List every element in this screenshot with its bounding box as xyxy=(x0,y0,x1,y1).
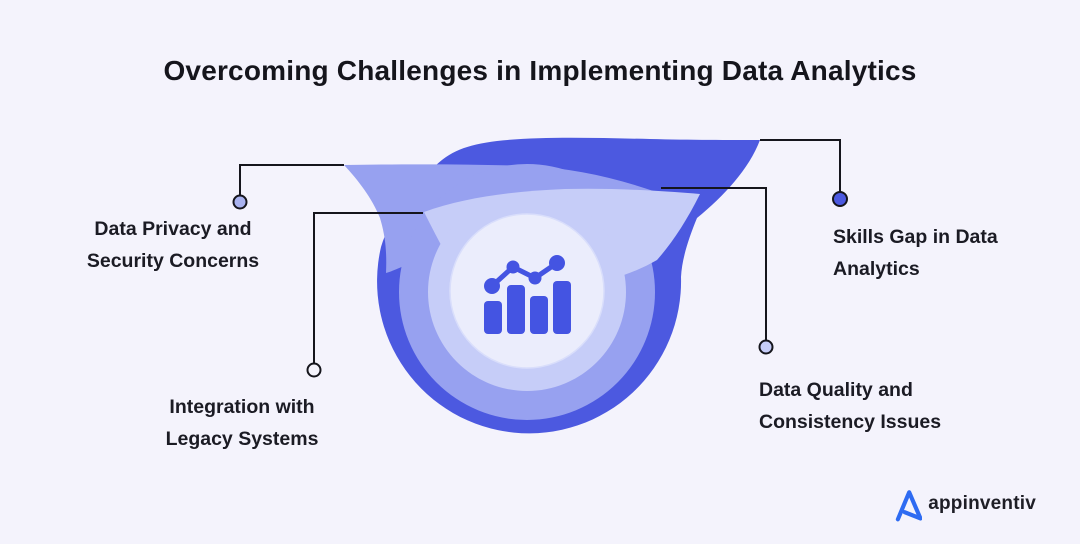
connector-data-privacy xyxy=(232,164,344,210)
challenge-label-line: Security Concerns xyxy=(86,250,260,272)
connector-dot-legacy-integration xyxy=(306,362,322,378)
bar-chart-trend-icon xyxy=(484,255,571,334)
appinventiv-logo-text: appinventiv xyxy=(928,493,1036,514)
page-title: Overcoming Challenges in Implementing Da… xyxy=(163,55,917,86)
connector-skills-gap xyxy=(760,139,848,207)
connector-dot-data-privacy xyxy=(232,194,248,210)
connector-legacy-integration xyxy=(306,212,423,378)
connector-dot-data-quality xyxy=(758,339,774,355)
challenge-label-line: Legacy Systems xyxy=(165,428,319,450)
appinventiv-logo-mark-icon xyxy=(895,490,923,522)
challenge-label-legacy-integration: Integration with Legacy Systems xyxy=(109,391,375,455)
challenge-label-data-privacy: Data Privacy and Security Concerns xyxy=(40,213,306,277)
challenge-label-line: Integration with xyxy=(169,396,315,418)
funnel-inner-circle xyxy=(449,213,605,369)
connector-dot-skills-gap xyxy=(832,191,848,207)
appinventiv-logo: appinventiv xyxy=(890,485,1036,523)
challenge-label-line: Consistency Issues xyxy=(759,411,942,433)
challenge-label-line: Data Privacy and xyxy=(94,218,252,240)
challenge-label-line: Data Quality and xyxy=(759,379,913,401)
connector-data-quality xyxy=(661,187,774,355)
challenge-label-data-quality: Data Quality and Consistency Issues xyxy=(759,374,1009,438)
challenge-label-skills-gap: Skills Gap in Data Analytics xyxy=(833,221,1073,285)
challenge-label-line: Skills Gap in Data xyxy=(833,226,998,248)
challenge-label-line: Analytics xyxy=(833,258,920,280)
